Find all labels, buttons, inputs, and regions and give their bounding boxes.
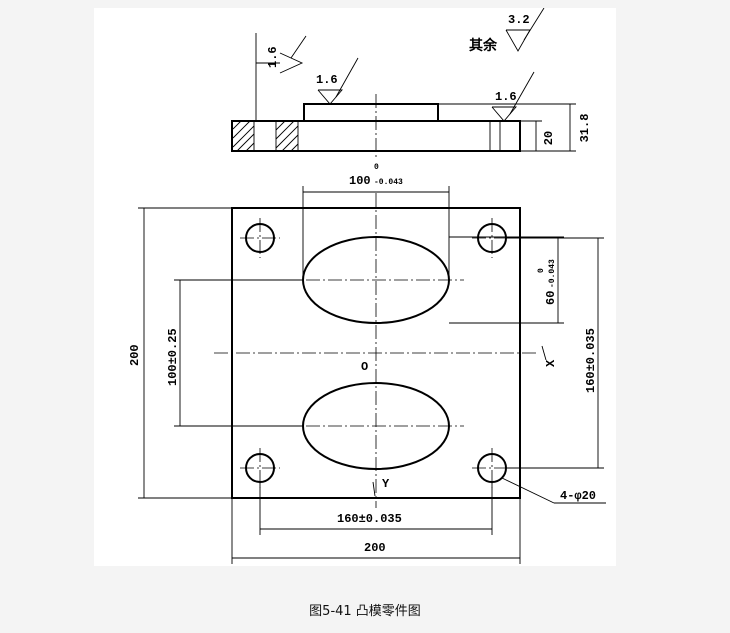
roughness-boss-value: 1.6 <box>316 73 338 87</box>
oval-height-label: 60 <box>544 291 558 305</box>
oval-width-label: 100 <box>349 174 371 188</box>
oval-width-tol-lower: -0.043 <box>374 178 403 187</box>
hole-pitch-x-label: 160±0.035 <box>337 512 402 526</box>
section-hatching <box>232 120 299 152</box>
roughness-left-value: 1.6 <box>266 46 280 68</box>
holes-callout: 4-φ20 <box>560 489 596 503</box>
hole-pitch-y-label: 160±0.035 <box>584 328 598 393</box>
dimensions: 100 0 -0.043 60 0 -0.043 160±0.035 200 1… <box>128 163 606 564</box>
origin-label: O <box>361 360 368 374</box>
roughness-other-value: 3.2 <box>508 13 530 27</box>
oval-height-tol-lower: -0.043 <box>548 259 557 288</box>
y-axis-label: Y <box>382 477 390 491</box>
oval-pitch-label: 100±0.25 <box>166 328 180 386</box>
roughness-right-value: 1.6 <box>495 90 517 104</box>
figure-caption: 图5-41 凸模零件图 <box>309 604 421 619</box>
roughness-other-label: 其余 <box>469 37 498 55</box>
plate-height-label: 200 <box>128 344 142 366</box>
punch-part-drawing: 20 31.8 3.2 其余 1.6 1.6 1.6 <box>128 8 606 564</box>
plate-width-label: 200 <box>364 541 386 555</box>
top-view: O X Y <box>214 193 558 508</box>
roughness-symbols: 3.2 其余 1.6 1.6 1.6 <box>255 8 545 122</box>
base-thickness-label: 20 <box>542 131 556 145</box>
x-axis-label: X <box>544 359 558 367</box>
oval-height-tol-upper: 0 <box>537 268 546 273</box>
total-thickness-label: 31.8 <box>578 114 592 143</box>
side-view <box>231 94 521 158</box>
oval-width-tol-upper: 0 <box>374 163 379 172</box>
drawing-panel: 20 31.8 3.2 其余 1.6 1.6 1.6 <box>94 8 616 566</box>
thickness-dimensions: 20 31.8 <box>438 103 592 152</box>
boss-side <box>303 103 439 122</box>
